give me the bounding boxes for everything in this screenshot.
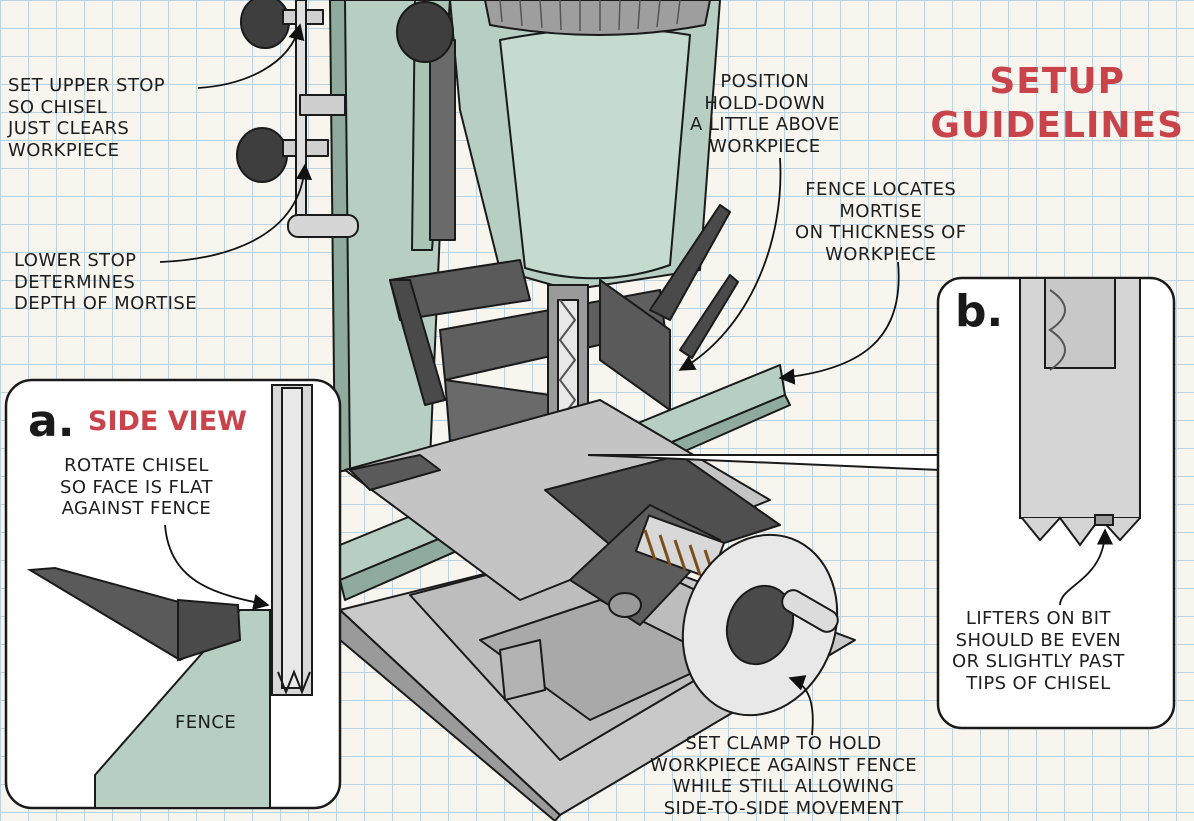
lifter-pointer [1059, 528, 1114, 606]
title-line-2: GUIDELINES [930, 105, 1184, 146]
clamp-handwheel [681, 533, 839, 717]
panel-a-note: ROTATE CHISEL SO FACE IS FLAT AGAINST FE… [60, 455, 213, 520]
panel-b-close-up [587, 276, 1176, 730]
clamp-line: SIDE-TO-SIDE MOVEMENT [663, 797, 904, 819]
hold-down-line: WORKPIECE [709, 135, 821, 157]
chisel-pointer [164, 524, 270, 610]
fence-line: WORKPIECE [825, 243, 937, 265]
fence-label: FENCE [175, 712, 237, 733]
housing-knob [396, 1, 454, 63]
lower-stop-line: DETERMINES [14, 271, 136, 293]
fence-callout: FENCE LOCATES MORTISE ON THICKNESS OF WO… [795, 179, 967, 265]
title-line-1: SETUP [989, 61, 1126, 102]
lower-stop-knob [236, 127, 329, 183]
hold-down-lever [649, 204, 739, 359]
clamp-assembly [569, 504, 726, 626]
panel-b-note-line: SHOULD BE EVEN [955, 629, 1122, 651]
clamp-line: SET CLAMP TO HOLD [685, 733, 882, 754]
lower-stop-line: DEPTH OF MORTISE [14, 293, 197, 314]
clamp-callout: SET CLAMP TO HOLD WORKPIECE AGAINST FENC… [650, 733, 917, 819]
upper-stop-line: SO CHISEL [8, 96, 108, 118]
upper-stop-line: JUST CLEARS [8, 118, 130, 139]
panel-a-title: SIDE VIEW [88, 406, 247, 437]
fence-line: FENCE LOCATES [805, 179, 957, 200]
panel-b-note-line: LIFTERS ON BIT [965, 608, 1111, 629]
upper-stop-callout: SET UPPER STOP SO CHISEL JUST CLEARS WOR… [8, 75, 165, 161]
upper-stop-line: WORKPIECE [8, 139, 120, 161]
panel-a-note-line: SO FACE IS FLAT [60, 476, 213, 498]
panel-b-letter: b. [955, 286, 1004, 337]
panel-a-note-line: AGAINST FENCE [61, 498, 212, 519]
panel-b-note-line: TIPS OF CHISEL [966, 672, 1111, 694]
clamp-line: WORKPIECE AGAINST FENCE [650, 754, 917, 776]
stop-rod [287, 0, 359, 238]
page-title: SETUP GUIDELINES [930, 60, 1184, 148]
motor-housing [429, 0, 721, 291]
lower-stop-callout: LOWER STOP DETERMINES DEPTH OF MORTISE [14, 250, 197, 315]
leader-lines [159, 23, 900, 736]
fence-line: ON THICKNESS OF [795, 222, 967, 243]
hold-down-line: HOLD-DOWN [704, 92, 826, 114]
panel-b-note-line: OR SLIGHTLY PAST [952, 651, 1125, 672]
motor-ribs [499, 0, 681, 31]
hold-down-callout: POSITION HOLD-DOWN A LITTLE ABOVE WORKPI… [690, 71, 840, 157]
clamp-line: WHILE STILL ALLOWING [672, 776, 895, 797]
panel-a-letter: a. [28, 396, 75, 447]
machine [236, 0, 856, 821]
lower-stop-line: LOWER STOP [14, 250, 137, 271]
hold-down-line: POSITION [720, 71, 810, 92]
panel-b-note: LIFTERS ON BIT SHOULD BE EVEN OR SLIGHTL… [952, 608, 1125, 694]
upper-stop-knob [240, 0, 324, 49]
panel-a-note-line: ROTATE CHISEL [64, 455, 209, 476]
hold-down-line: A LITTLE ABOVE [690, 114, 840, 135]
fence-line: MORTISE [839, 200, 923, 222]
panel-a-side-view [4, 378, 342, 810]
upper-stop-line: SET UPPER STOP [8, 75, 166, 96]
